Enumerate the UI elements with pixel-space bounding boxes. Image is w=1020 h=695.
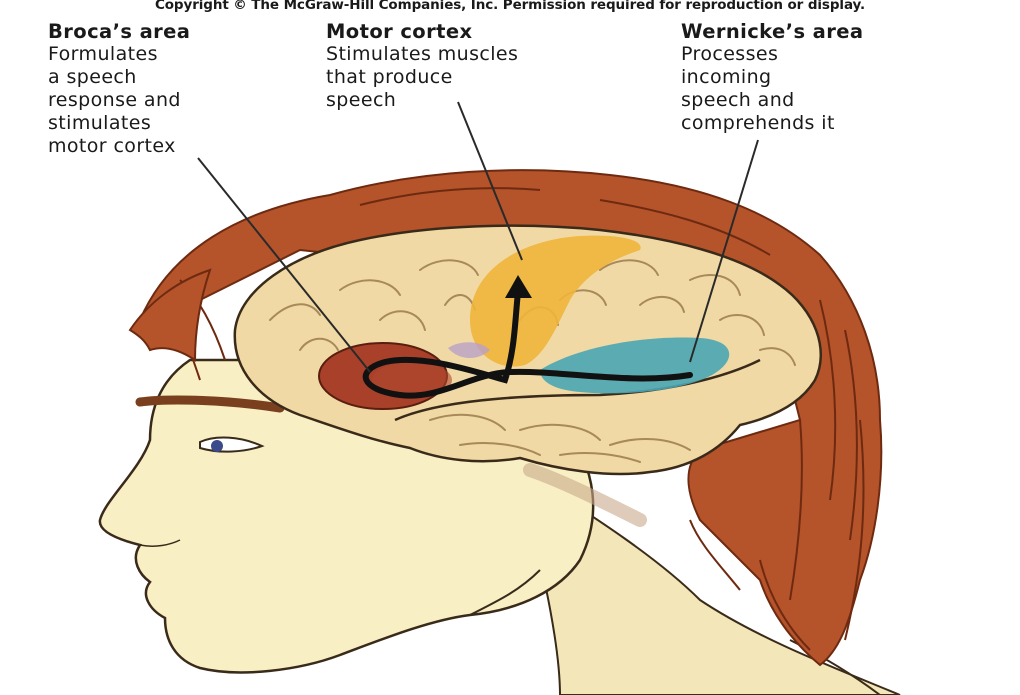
motor-line: that produce bbox=[326, 66, 518, 89]
broca-title: Broca’s area bbox=[48, 20, 190, 43]
motor-title: Motor cortex bbox=[326, 20, 518, 43]
pupil-icon bbox=[211, 440, 223, 452]
wernicke-line: Processes bbox=[681, 43, 863, 66]
motor-line: speech bbox=[326, 89, 518, 112]
label-wernicke: Wernicke’s area Processes incoming speec… bbox=[681, 20, 863, 135]
label-motor-cortex: Motor cortex Stimulates muscles that pro… bbox=[326, 20, 518, 112]
broca-line: motor cortex bbox=[48, 135, 190, 158]
broca-line: Formulates bbox=[48, 43, 190, 66]
wernicke-line: comprehends it bbox=[681, 112, 863, 135]
wernicke-line: speech and bbox=[681, 89, 863, 112]
wernicke-title: Wernicke’s area bbox=[681, 20, 863, 43]
label-broca: Broca’s area Formulates a speech respons… bbox=[48, 20, 190, 158]
broca-line: stimulates bbox=[48, 112, 190, 135]
broca-line: response and bbox=[48, 89, 190, 112]
wernicke-line: incoming bbox=[681, 66, 863, 89]
broca-line: a speech bbox=[48, 66, 190, 89]
motor-line: Stimulates muscles bbox=[326, 43, 518, 66]
